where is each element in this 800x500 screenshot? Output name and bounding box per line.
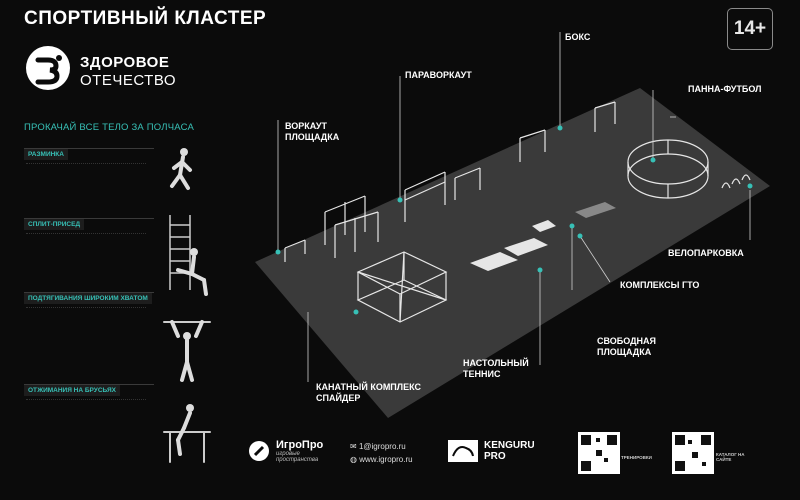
rope-complex-spider-icon [356, 251, 448, 323]
paraworkout-equipment-icon [404, 167, 481, 222]
exercise-details [26, 307, 146, 368]
exercise-card-3: ПОДТЯГИВАНИЯ ШИРОКИМ ХВАТОМ [24, 292, 154, 373]
exercise-details [26, 399, 146, 460]
exercise-card-2: СПЛИТ-ПРИСЕД [24, 218, 154, 281]
exercise-title: СПЛИТ-ПРИСЕД [24, 219, 85, 230]
qr-label-catalog: КАТАЛОГ НА САЙТЕ [716, 452, 745, 462]
email-contact[interactable]: ✉ 1@igropro.ru [350, 442, 406, 451]
label-free-area-line1: СВОБОДНАЯ [597, 336, 657, 346]
label-table-tennis-line2: ТЕННИС [463, 369, 501, 379]
igropro-brand: ИгроПро игровые пространства [276, 439, 323, 463]
label-workout-line2: ПЛОЩАДКА [285, 132, 340, 142]
tables-icon [470, 202, 616, 271]
qr-code-trainings-icon[interactable] [578, 432, 620, 474]
igropro-subtitle-2: пространства [276, 457, 319, 463]
exercise-details [26, 163, 146, 204]
label-workout-line1: ВОРКАУТ [285, 121, 328, 131]
kenguru-line2: PRO [484, 451, 506, 462]
zdorovoe-otechestvo-logo-icon [26, 46, 70, 90]
label-boxing: БОКС [565, 32, 591, 42]
label-spider-line2: СПАЙДЕР [316, 393, 361, 403]
brand-line-1: ЗДОРОВОЕ [80, 54, 170, 71]
age-rating-badge: 14+ [727, 8, 773, 50]
boxing-equipment-icon [519, 101, 616, 162]
exercise-title: РАЗМИНКА [24, 149, 68, 160]
qr-code-catalog-icon[interactable] [672, 432, 714, 474]
pull-up-figure-icon [163, 320, 211, 382]
website-text: www.igropro.ru [359, 455, 413, 464]
wall-bars-icon [169, 215, 191, 290]
label-table-tennis: НАСТОЛЬНЫЙ ТЕННИС [463, 358, 529, 380]
label-gto-complexes: КОМПЛЕКСЫ ГТО [620, 280, 700, 290]
label-workout: ВОРКАУТ ПЛОЩАДКА [285, 121, 339, 143]
kenguru-brand: KENGURU PRO [484, 440, 535, 462]
globe-icon: ◍ [350, 455, 357, 464]
sidebar-tagline: ПРОКАЧАЙ ВСЕ ТЕЛО ЗА ПОЛЧАСА [24, 122, 194, 133]
label-bike-parking: ВЕЛОПАРКОВКА [668, 248, 744, 258]
kenguru-logo-icon [448, 440, 478, 462]
igropro-name: ИгроПро [276, 439, 324, 451]
exercise-details [26, 233, 146, 274]
label-paraworkout: ПАРАВОРКАУТ [405, 70, 472, 80]
brand-logo-text: ЗДОРОВОЕ ОТЕЧЕСТВО [80, 54, 176, 90]
igropro-logo [248, 440, 270, 467]
bike-rack-icon [721, 174, 751, 189]
exercise-card-4: ОТЖИМАНИЯ НА БРУСЬЯХ [24, 384, 154, 465]
split-squat-figure-icon [176, 248, 208, 296]
qr-label-trainings: ТРЕНИРОВКИ [621, 455, 652, 460]
callout-lines [277, 32, 751, 382]
kenguru-line1: KENGURU [484, 440, 535, 451]
website-contact[interactable]: ◍ www.igropro.ru [350, 455, 413, 464]
exercise-title: ПОДТЯГИВАНИЯ ШИРОКИМ ХВАТОМ [24, 293, 152, 304]
mail-icon: ✉ [350, 442, 357, 451]
label-panna-football: ПАННА-ФУТБОЛ [688, 84, 762, 94]
brand-line-2: ОТЕЧЕСТВО [80, 72, 177, 89]
email-text: 1@igropro.ru [358, 442, 406, 451]
dips-figure-icon [163, 404, 211, 463]
label-free-area-line2: ПЛОЩАДКА [597, 347, 652, 357]
runner-figure-icon [170, 148, 192, 190]
panna-football-cage-icon [627, 139, 709, 199]
igropro-logo-icon [249, 441, 269, 461]
exercise-figures [163, 148, 211, 463]
exercise-card-1: РАЗМИНКА [24, 148, 154, 209]
label-spider-complex: КАНАТНЫЙ КОМПЛЕКС СПАЙДЕР [316, 382, 421, 404]
label-free-area: СВОБОДНАЯ ПЛОЩАДКА [597, 336, 656, 358]
workout-equipment-icon [284, 195, 379, 262]
label-spider-line1: КАНАТНЫЙ КОМПЛЕКС [316, 382, 421, 392]
exercise-title: ОТЖИМАНИЯ НА БРУСЬЯХ [24, 385, 120, 396]
page-title: СПОРТИВНЫЙ КЛАСТЕР [24, 8, 267, 29]
igropro-subtitle-1: игровые [276, 451, 300, 457]
label-table-tennis-line1: НАСТОЛЬНЫЙ [463, 358, 529, 368]
